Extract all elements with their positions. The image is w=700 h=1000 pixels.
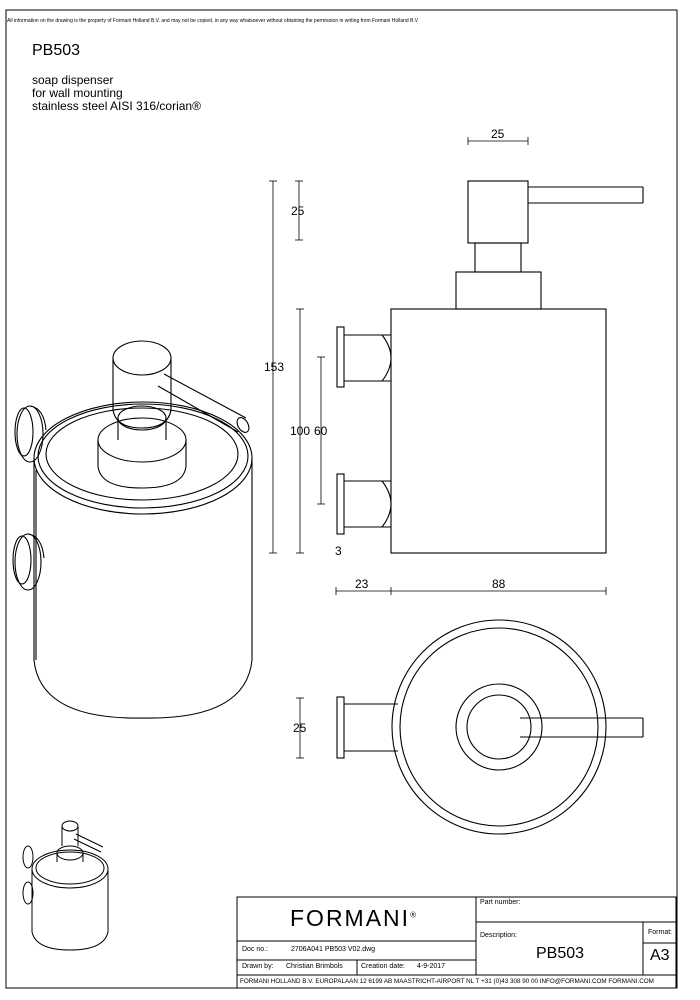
description-line-2: for wall mounting [32, 86, 123, 100]
format-label: Format: [648, 929, 673, 936]
doc-no-value: 2706A041 PB503 V02.dwg [291, 946, 376, 953]
sheet-border [5, 9, 678, 989]
company-footer: FORMANI HOLLAND B.V. EUROPALAAN 12 6199 … [240, 978, 654, 985]
creation-date-label: Creation date: [361, 963, 405, 970]
product-code: PB503 [32, 42, 81, 59]
copyright-disclaimer: All information on the drawing is the pr… [7, 18, 419, 24]
creation-date-value: 4-9-2017 [417, 963, 446, 970]
dim-top-width: 25 [491, 127, 505, 141]
dimension-lines [269, 137, 607, 759]
description-label: Description: [480, 932, 517, 939]
format-value: A3 [650, 947, 670, 964]
description-line-1: soap dispenser [32, 73, 114, 87]
dim-rosette-diameter: 25 [293, 721, 307, 735]
description-value: PB503 [536, 945, 585, 962]
thumbnail-view [22, 820, 109, 951]
isometric-view [12, 340, 253, 719]
title-block-lines [236, 896, 677, 989]
dim-flange-thickness: 3 [335, 544, 342, 558]
drawn-by-value: Christian Brimbols [286, 963, 343, 970]
dim-mount-spacing: 60 [314, 424, 328, 438]
brand-logo: FORMANI® [290, 905, 416, 932]
dim-total-height: 153 [264, 360, 285, 374]
dim-body-height: 100 [290, 424, 311, 438]
plan-view [336, 619, 644, 835]
side-elevation [336, 180, 644, 554]
dim-spout-height: 25 [291, 204, 305, 218]
drawn-by-label: Drawn by: [242, 963, 274, 970]
part-number-label: Part number: [480, 899, 521, 906]
brand-name: FORMANI [290, 905, 411, 931]
doc-no-label: Doc no.: [242, 946, 269, 953]
description-line-3: stainless steel AISI 316/corian® [32, 99, 201, 113]
dim-wall-offset: 23 [355, 577, 369, 591]
brand-registered-mark: ® [410, 910, 416, 920]
dim-body-diameter: 88 [492, 577, 506, 591]
